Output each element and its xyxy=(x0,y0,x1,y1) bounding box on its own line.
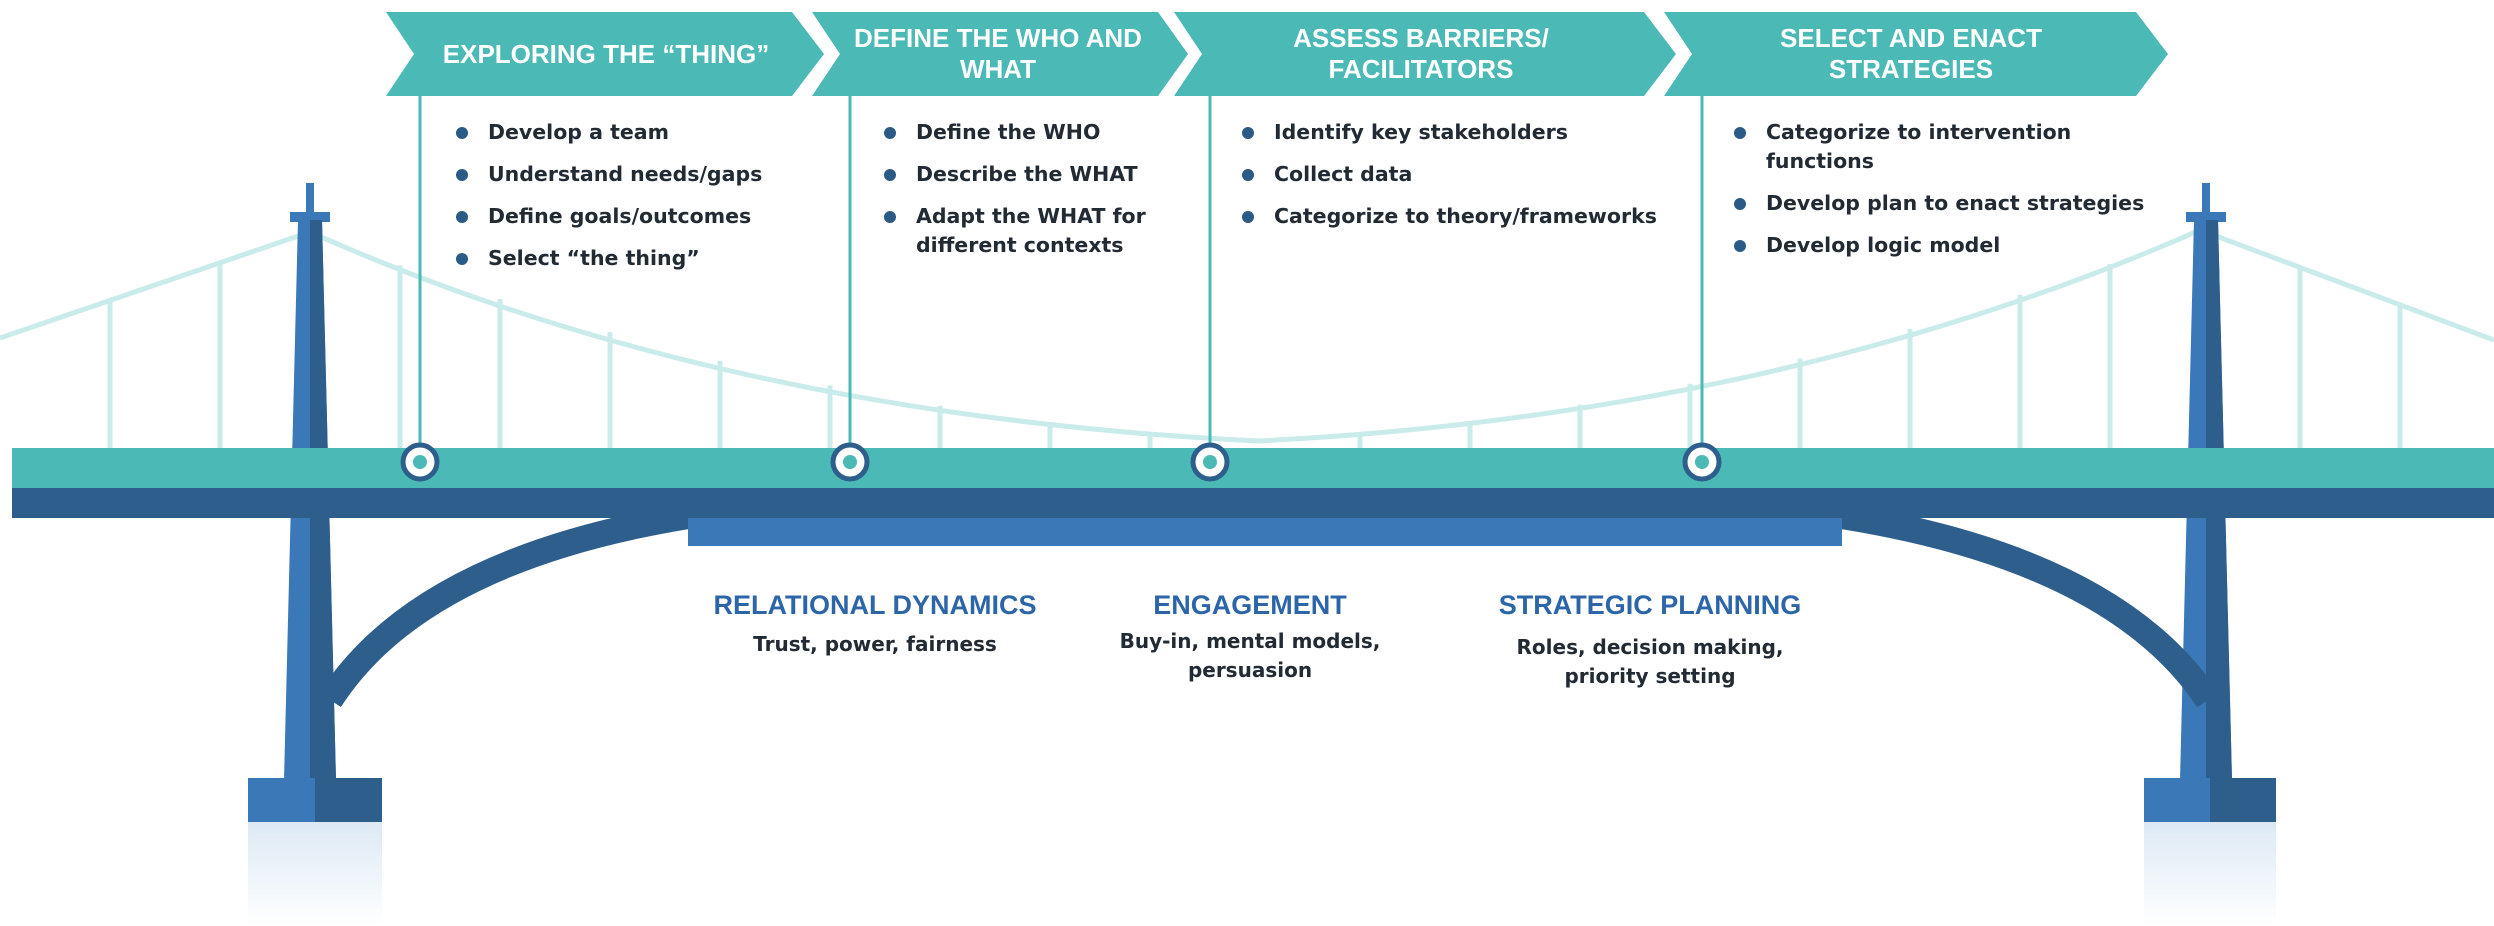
list-item: Collect data xyxy=(1238,160,1678,189)
step-2-list: Define the WHO Describe the WHAT Adapt t… xyxy=(880,118,1180,273)
step-arrow-4 xyxy=(1664,12,2168,96)
list-item: Define the WHO xyxy=(880,118,1180,147)
step-marker-1 xyxy=(400,442,440,482)
list-item: Select “the thing” xyxy=(452,244,812,273)
right-tower-reflection xyxy=(2144,822,2276,926)
step-arrow-1 xyxy=(386,12,824,96)
dynamics-3-title: STRATEGIC PLANNING xyxy=(1498,590,1802,620)
left-tower-reflection xyxy=(248,822,382,926)
dynamics-2-title: ENGAGEMENT xyxy=(1153,590,1347,620)
suspension-cables xyxy=(0,227,2494,444)
step-marker-2 xyxy=(830,442,870,482)
step-4-title: SELECT AND ENACT STRATEGIES xyxy=(1780,23,2042,84)
step-arrows xyxy=(386,12,2168,96)
suspender-cables xyxy=(107,262,2403,448)
step-marker-3 xyxy=(1190,442,1230,482)
bridge-deck-base xyxy=(12,488,2494,518)
dynamics-1-title: RELATIONAL DYNAMICS xyxy=(713,590,1037,620)
dynamics-2-subtitle: Buy-in, mental models, persuasion xyxy=(1119,629,1381,682)
list-item: Develop logic model xyxy=(1730,231,2180,260)
dynamics-1-subtitle: Trust, power, fairness xyxy=(753,632,997,656)
step-marker-4 xyxy=(1682,442,1722,482)
step-1-title: EXPLORING THE “THING” xyxy=(442,38,770,69)
list-item: Understand needs/gaps xyxy=(452,160,812,189)
step-markers xyxy=(400,442,1722,482)
dynamics-3-subtitle: Roles, decision making, priority setting xyxy=(1516,635,1784,688)
step-arrow-2 xyxy=(812,12,1188,96)
step-4-list: Categorize to intervention functions Dev… xyxy=(1730,118,2180,273)
list-item: Identify key stakeholders xyxy=(1238,118,1678,147)
step-1-list: Develop a team Understand needs/gaps Def… xyxy=(452,118,812,286)
list-item: Adapt the WHAT for different contexts xyxy=(880,202,1180,260)
step-arrow-3 xyxy=(1174,12,1676,96)
bridge-deck-top xyxy=(12,448,2494,488)
step-2-title: DEFINE THE WHO AND WHAT xyxy=(854,23,1142,84)
step-3-list: Identify key stakeholders Collect data C… xyxy=(1238,118,1678,244)
list-item: Describe the WHAT xyxy=(880,160,1180,189)
list-item: Categorize to intervention functions xyxy=(1730,118,2180,176)
list-item: Develop plan to enact strategies xyxy=(1730,189,2180,218)
step-connectors xyxy=(418,96,1704,448)
step-3-title: ASSESS BARRIERS/ FACILITATORS xyxy=(1293,23,1549,84)
list-item: Categorize to theory/frameworks xyxy=(1238,202,1678,231)
list-item: Develop a team xyxy=(452,118,812,147)
list-item: Define goals/outcomes xyxy=(452,202,812,231)
